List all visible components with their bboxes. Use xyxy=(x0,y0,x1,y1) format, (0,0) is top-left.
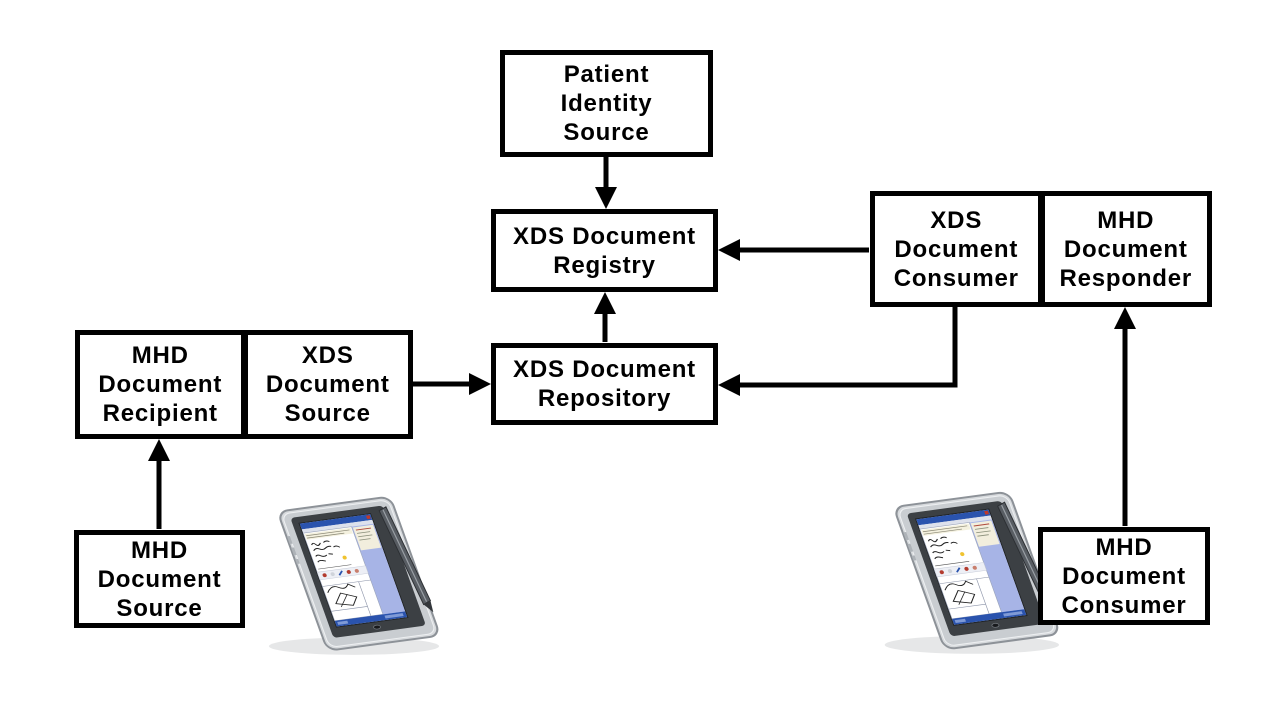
node-xds-document-repository: XDS Document Repository xyxy=(491,343,718,425)
arrow-mhd-consumer-to-responder xyxy=(1114,307,1136,526)
node-mhd-document-recipient: MHD Document Recipient xyxy=(80,335,241,434)
arrow-repository-to-registry xyxy=(594,292,616,342)
tablet-device-icon xyxy=(268,496,440,655)
arrow-xds-consumer-to-repository xyxy=(718,306,958,396)
node-group-mhd-recipient-xds-source: MHD Document Recipient XDS Document Sour… xyxy=(75,330,413,439)
node-label: Patient Identity Source xyxy=(560,61,653,146)
node-label: MHD Document Consumer xyxy=(1061,533,1187,619)
arrow-mhd-source-to-recipient xyxy=(148,439,170,529)
node-label: XDS Document Registry xyxy=(513,222,696,279)
node-mhd-document-source: MHD Document Source xyxy=(74,530,245,628)
node-label: MHD Document Responder xyxy=(1059,206,1193,292)
tablet-device-icon xyxy=(883,490,1062,655)
node-patient-identity-source: Patient Identity Source xyxy=(500,50,713,157)
node-label: XDS Document Source xyxy=(265,342,390,427)
node-mhd-document-responder: MHD Document Responder xyxy=(1037,196,1208,302)
node-label: MHD Document Recipient xyxy=(98,342,223,427)
stylus-icon xyxy=(378,506,434,613)
arrow-xds-consumer-to-registry xyxy=(718,239,869,261)
node-xds-document-registry: XDS Document Registry xyxy=(491,209,718,292)
node-xds-document-source: XDS Document Source xyxy=(240,335,409,434)
node-xds-document-consumer: XDS Document Consumer xyxy=(875,196,1038,302)
node-mhd-document-consumer: MHD Document Consumer xyxy=(1038,527,1210,625)
arrow-patient-identity-to-registry xyxy=(595,157,617,209)
node-label: MHD Document Source xyxy=(97,536,222,622)
arrow-xds-source-to-repository xyxy=(412,373,491,395)
node-group-xds-consumer-mhd-responder: XDS Document Consumer MHD Document Respo… xyxy=(870,191,1212,307)
node-label: XDS Document Consumer xyxy=(893,206,1019,292)
node-label: XDS Document Repository xyxy=(513,356,696,412)
